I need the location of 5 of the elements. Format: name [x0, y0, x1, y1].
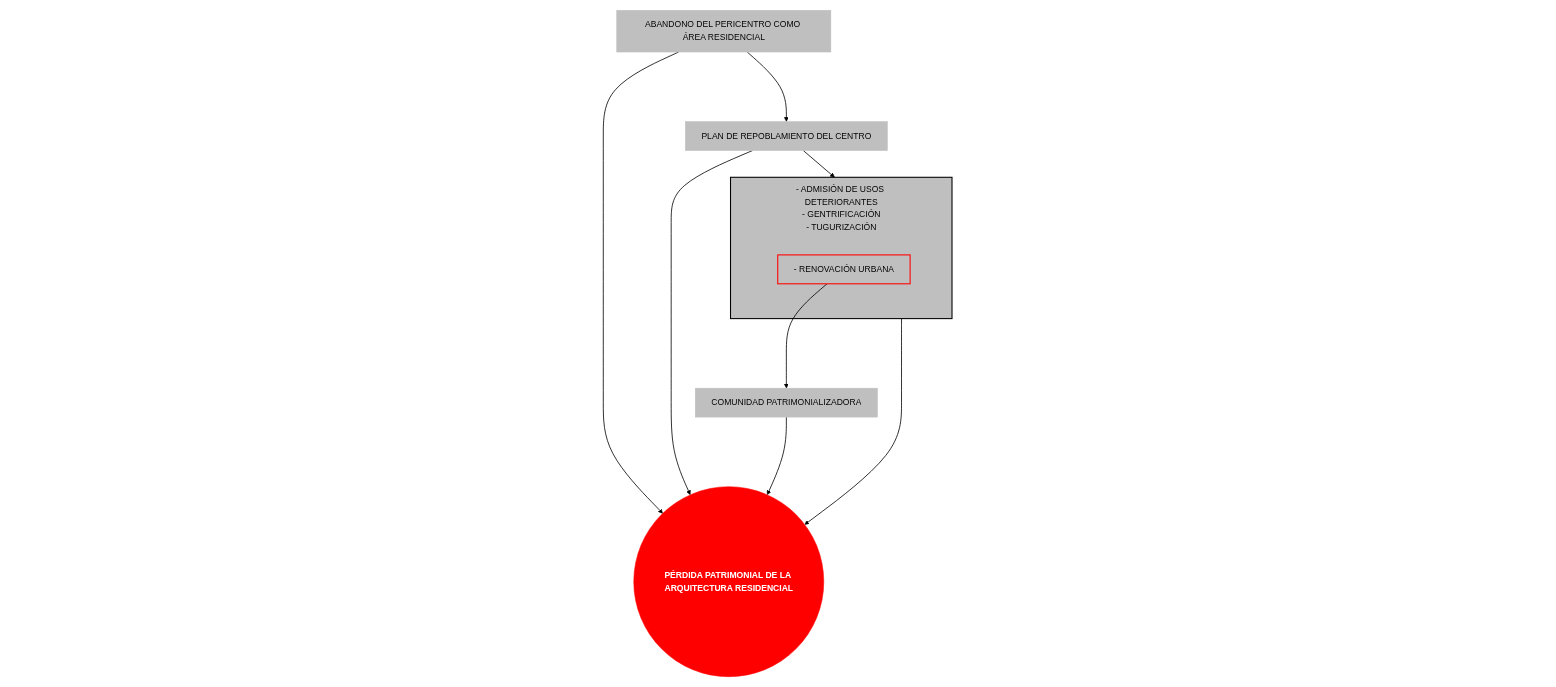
node-box: COMUNIDAD PATRIMONIALIZADORA [695, 387, 879, 418]
node-box: PLAN DE REPOBLAMIENTO DEL CENTRO [685, 121, 888, 151]
node-circle: PÉRDIDA PATRIMONIAL DE LA ARQUITECTURA RESIDENCIAL [633, 486, 825, 677]
node-box: ABANDONO DEL PERICENTRO COMO ÁREA RESIDENCIAL [616, 10, 832, 53]
node-box: - RENOVACIÓN URBANA [777, 254, 911, 285]
